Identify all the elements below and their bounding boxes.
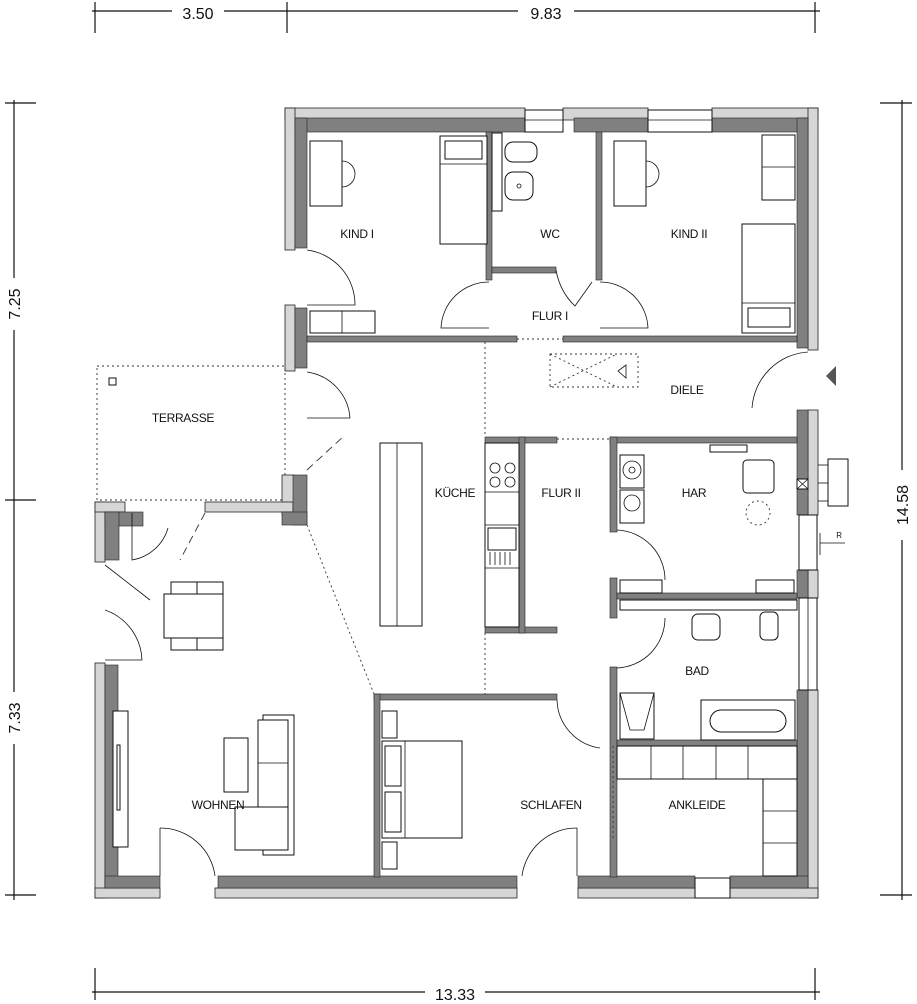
room-label-wohnen: WOHNEN xyxy=(192,798,245,812)
dim-right-total: 14.58 xyxy=(895,485,912,525)
interior-walls xyxy=(306,131,798,878)
room-label-diele: DIELE xyxy=(670,383,703,397)
room-label-flur2: FLUR II xyxy=(541,486,580,500)
terrace-outline xyxy=(96,365,286,501)
terrace-post xyxy=(108,377,117,386)
dimension-lines xyxy=(3,2,914,1002)
room-label-kind1: KIND I xyxy=(340,227,374,241)
room-label-kind2: KIND II xyxy=(671,227,708,241)
furniture xyxy=(112,132,849,877)
windows xyxy=(524,109,818,899)
room-label-flur1: FLUR I xyxy=(532,309,568,323)
room-label-bad: BAD xyxy=(685,664,709,678)
dim-top-left: 3.50 xyxy=(182,6,213,23)
dim-top-right: 9.83 xyxy=(530,6,561,23)
r-marker: R xyxy=(836,531,842,540)
doors xyxy=(104,249,809,877)
hatch-arrow-icon xyxy=(617,364,627,379)
attic-hatch xyxy=(549,353,639,388)
room-boundaries xyxy=(306,338,614,840)
room-label-wc: WC xyxy=(540,227,560,241)
room-label-schlafen: SCHLAFEN xyxy=(520,798,582,812)
room-labels: KIND I WC KIND II FLUR I DIELE TERRASSE … xyxy=(152,227,726,812)
room-label-har: HAR xyxy=(682,486,707,500)
room-label-terrasse: TERRASSE xyxy=(152,411,215,425)
room-label-kueche: KÜCHE xyxy=(435,486,476,500)
dim-left-upper: 7.25 xyxy=(7,288,24,319)
dim-left-lower: 7.33 xyxy=(7,702,24,733)
dim-bottom-total: 13.33 xyxy=(435,987,475,1004)
room-label-ankleide: ANKLEIDE xyxy=(669,798,726,812)
entrance-arrow-icon xyxy=(826,366,836,386)
outer-walls xyxy=(94,107,819,899)
